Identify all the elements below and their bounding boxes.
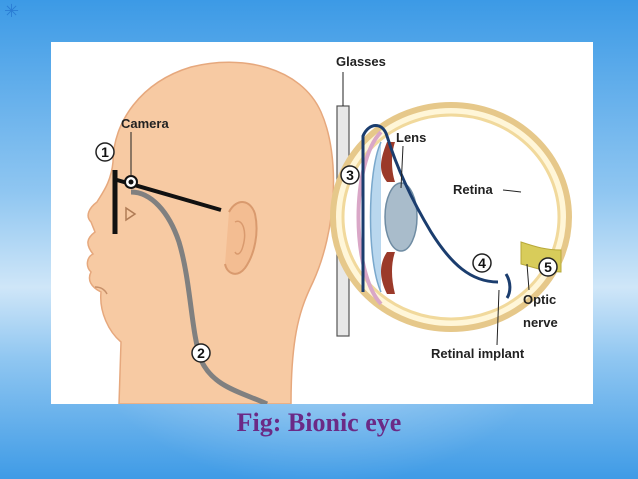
ear-inner [234, 220, 246, 255]
label-retinal-implant: Retinal implant [431, 346, 525, 361]
eye-lens [384, 182, 418, 252]
implant-wire [361, 124, 499, 292]
cornea [369, 141, 382, 293]
marker-2-number: 2 [197, 345, 205, 361]
lens-leader [400, 145, 404, 189]
marker-1 [95, 142, 115, 162]
camera-lens-dot [128, 179, 134, 185]
marker-4 [472, 253, 492, 273]
label-glasses: Glasses [336, 54, 386, 69]
label-retina: Retina [453, 182, 494, 197]
marker-1-number: 1 [101, 144, 109, 160]
marker-2 [191, 343, 211, 363]
retinal-implant [504, 273, 512, 299]
mouth-line [94, 286, 108, 295]
optic-leader [526, 263, 530, 291]
label-optic: Optic [523, 292, 556, 307]
marker-4-number: 4 [478, 255, 486, 271]
ear [224, 201, 258, 275]
figure-caption: Fig: Bionic eye [236, 408, 402, 437]
bionic-eye-diagram: Camera 1 2 Glasses Lens Retina Optic ner… [86, 54, 572, 404]
implant-leader [496, 289, 500, 346]
sparkle-decoration: ✳ [4, 1, 20, 21]
eye-outline [125, 206, 137, 222]
camera-cable [130, 189, 269, 404]
iris-bottom [381, 252, 395, 294]
head-silhouette [86, 61, 335, 404]
label-lens: Lens [396, 130, 426, 145]
marker-5 [538, 257, 558, 277]
marker-3 [340, 165, 360, 185]
sclera-pink [356, 130, 383, 306]
marker-5-number: 5 [544, 259, 552, 275]
diagram-panel: Camera 1 2 Glasses Lens Retina Optic ner… [51, 42, 593, 404]
marker-3-number: 3 [346, 167, 354, 183]
label-nerve: nerve [523, 315, 558, 330]
retina-leader [502, 189, 522, 193]
label-camera: Camera [121, 116, 169, 131]
